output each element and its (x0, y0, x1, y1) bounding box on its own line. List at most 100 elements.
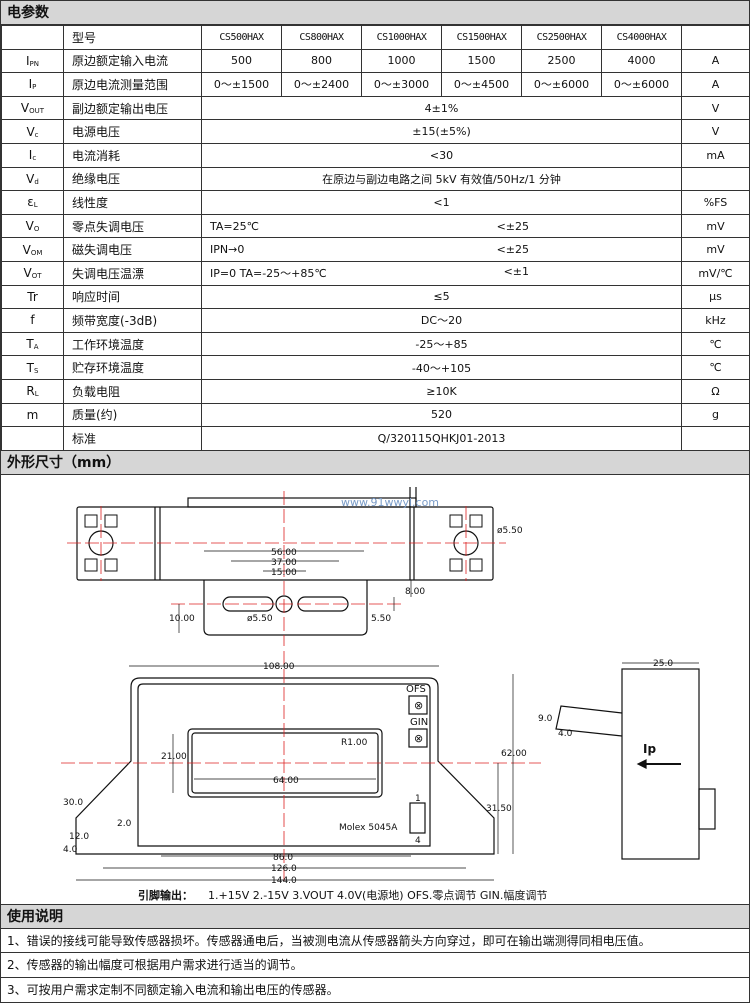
unit-cell: A (681, 72, 750, 97)
dim-label: 25.0 (653, 659, 673, 669)
value-cell: -40～+105 (201, 355, 682, 380)
usage-note: 1、错误的接线可能导致传感器损坏。传感器通电后，当被测电流从传感器箭头方向穿过，… (1, 929, 749, 954)
value-cell: 0～±1500 (201, 72, 282, 97)
symbol: I (28, 77, 33, 92)
value-cell: 0～±2400 (281, 72, 362, 97)
ofs-potentiometer-icon: ⊗ (414, 699, 423, 712)
value-cell: 0～±3000 (361, 72, 442, 97)
symbol: V (25, 219, 34, 234)
value-cell: TA=25℃<±25 (201, 213, 682, 239)
unit-cell (681, 426, 750, 451)
symbol-subscript: d (34, 177, 39, 186)
value: ±15(±5%) (412, 125, 471, 139)
value: DC～20 (420, 314, 463, 328)
pin-label: 4 (415, 836, 421, 846)
param-name: 线性度 (63, 190, 202, 215)
value-cell: 520 (201, 402, 682, 428)
param-name: 零点失调电压 (63, 213, 202, 239)
symbol-cell: Vd (1, 166, 64, 192)
dim-label: R1.00 (341, 738, 368, 748)
symbol: T (26, 337, 34, 352)
value-cell: <1 (201, 190, 682, 215)
dim-label: 108.00 (263, 662, 295, 672)
param-name: 磁失调电压 (63, 237, 202, 262)
usage-note: 3、可按用户需求定制不同额定输入电流和输出电压的传感器。 (7, 982, 339, 997)
value: <±25 (496, 243, 529, 257)
symbol-cell (1, 426, 64, 451)
symbol-subscript: c (32, 154, 37, 163)
usage-notes: 1、错误的接线可能导致传感器损坏。传感器通电后，当被测电流从传感器箭头方向穿过，… (1, 929, 749, 1003)
value-cell: IPN→0<±25 (201, 237, 682, 262)
value: -40～+105 (411, 361, 472, 375)
symbol: T (26, 360, 34, 375)
value-cell: <30 (201, 142, 682, 168)
symbol-subscript: P (32, 83, 37, 92)
dim-label: 10.00 (169, 614, 195, 624)
current-direction-arrow-icon (636, 758, 647, 769)
symbol: m (26, 407, 39, 422)
symbol: V (23, 266, 32, 281)
value-cell: ±15(±5%) (201, 119, 682, 144)
symbol-subscript: PN (29, 59, 39, 68)
value-cell: 1500 (441, 48, 522, 74)
front-view: 108.00 OFS GIN ⊗⊗ R1.00 21.00 64.00 62.0… (61, 650, 541, 886)
value: -25～+85 (415, 338, 468, 352)
unit-cell: kHz (681, 308, 750, 333)
dim-label: 4.0 (558, 729, 573, 739)
value-cell: ≤5 (201, 284, 682, 310)
value-cell: 0～±6000 (601, 72, 682, 97)
symbol: V (22, 242, 31, 257)
param-name: 质量(约) (63, 402, 202, 428)
dim-label: 30.0 (63, 798, 83, 808)
unit-cell: V (681, 119, 750, 144)
dim-label: 31.50 (486, 804, 512, 814)
unit-cell: mV/℃ (681, 260, 750, 286)
unit-cell: Ω (681, 378, 750, 404)
unit-cell: A (681, 48, 750, 74)
condition: TA=25℃ (210, 219, 259, 233)
pinout-text: 1.+15V 2.-15V 3.VOUT 4.0V(电源地) OFS.零点调节 … (208, 888, 547, 902)
unit-cell: mV (681, 213, 750, 239)
value-cell: Q/320115QHKJ01-2013 (201, 426, 682, 451)
dim-label: 62.00 (501, 749, 527, 759)
model-header: CS2500HAX (521, 25, 602, 50)
pin-label: 1 (415, 794, 421, 804)
value-cell: ≥10K (201, 378, 682, 404)
value: <±1 (503, 265, 529, 279)
dim-label: 15.00 (271, 568, 297, 578)
param-name: 绝缘电压 (63, 166, 202, 192)
symbol: Tr (27, 289, 38, 304)
value-cell: 500 (201, 48, 282, 74)
value-cell: 0～±6000 (521, 72, 602, 97)
outline-drawing: 56.00 37.00 15.00 8.00 10.00 ø5.50 5.50 … (61, 486, 716, 902)
dim-label: 86.0 (273, 853, 293, 863)
dim-label: 12.0 (69, 832, 89, 842)
dim-label: 9.0 (538, 714, 553, 724)
value-cell: -25～+85 (201, 331, 682, 357)
model-header: CS800HAX (281, 25, 362, 50)
symbol-cell: f (1, 308, 64, 333)
unit-cell: %FS (681, 190, 750, 215)
symbol-subscript: c (34, 130, 39, 139)
top-view: 56.00 37.00 15.00 8.00 10.00 ø5.50 5.50 … (67, 486, 523, 646)
unit-cell: ℃ (681, 331, 750, 357)
unit-cell: V (681, 95, 750, 121)
dim-label: ø5.50 (247, 614, 273, 624)
symbol-cell: Vc (1, 119, 64, 144)
symbol-cell: VOM (1, 237, 64, 262)
symbol-cell: εL (1, 190, 64, 215)
symbol: f (30, 313, 35, 328)
value: <1 (433, 195, 450, 209)
